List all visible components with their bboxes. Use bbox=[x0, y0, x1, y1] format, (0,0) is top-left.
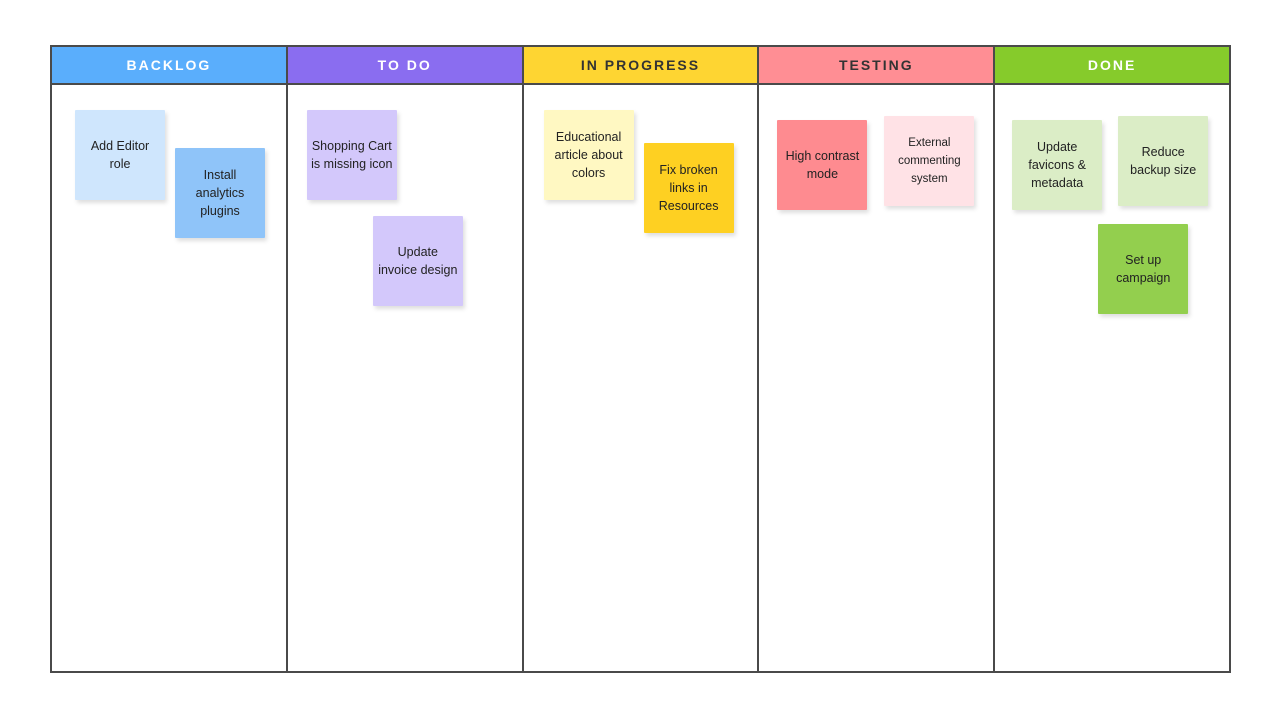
column-header-backlog[interactable]: BACKLOG bbox=[52, 47, 286, 85]
column-body-done: Update favicons & metadata Reduce backup… bbox=[995, 85, 1229, 671]
column-body-testing: High contrast mode External commenting s… bbox=[759, 85, 993, 671]
sticky-note[interactable]: Set up campaign bbox=[1098, 224, 1189, 314]
column-todo: TO DO Shopping Cart is missing icon Upda… bbox=[287, 47, 524, 671]
sticky-note[interactable]: Update favicons & metadata bbox=[1012, 120, 1103, 210]
sticky-note[interactable]: Install analytics plugins bbox=[175, 148, 265, 238]
column-testing: TESTING High contrast mode External comm… bbox=[759, 47, 996, 671]
sticky-note[interactable]: Reduce backup size bbox=[1118, 116, 1209, 206]
sticky-note[interactable]: Update invoice design bbox=[372, 216, 463, 306]
column-backlog: BACKLOG Add Editor role Install analytic… bbox=[52, 47, 288, 671]
column-body-todo: Shopping Cart is missing icon Update inv… bbox=[288, 85, 522, 671]
sticky-note[interactable]: Fix broken links in Resources bbox=[643, 143, 734, 233]
column-in-progress: IN PROGRESS Educational article about co… bbox=[523, 47, 760, 671]
column-header-done[interactable]: DONE bbox=[995, 47, 1229, 85]
column-header-todo[interactable]: TO DO bbox=[287, 47, 522, 85]
sticky-note[interactable]: Shopping Cart is missing icon bbox=[306, 110, 397, 200]
column-header-in-progress[interactable]: IN PROGRESS bbox=[523, 47, 758, 85]
column-body-backlog: Add Editor role Install analytics plugin… bbox=[52, 85, 286, 671]
kanban-board: BACKLOG Add Editor role Install analytic… bbox=[50, 45, 1231, 673]
sticky-note[interactable]: Add Editor role bbox=[75, 110, 165, 200]
column-body-in-progress: Educational article about colors Fix bro… bbox=[524, 85, 758, 671]
sticky-note[interactable]: High contrast mode bbox=[777, 120, 868, 210]
sticky-note[interactable]: External commenting system bbox=[884, 116, 975, 206]
sticky-note[interactable]: Educational article about colors bbox=[543, 110, 634, 200]
column-done: DONE Update favicons & metadata Reduce b… bbox=[995, 47, 1229, 671]
column-header-testing[interactable]: TESTING bbox=[759, 47, 994, 85]
